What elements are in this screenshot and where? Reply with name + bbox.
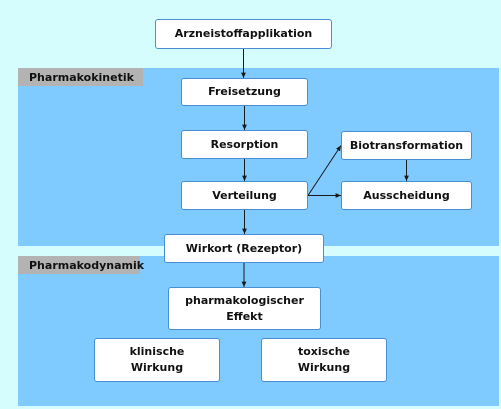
node-ausscheidung: Ausscheidung xyxy=(341,181,472,210)
node-arzneistoffapplikation: Arzneistoffapplikation xyxy=(155,19,332,49)
node-resorption: Resorption xyxy=(181,130,308,159)
pharmakodynamik-label: Pharmakodynamik xyxy=(18,256,144,274)
node-freisetzung: Freisetzung xyxy=(181,78,308,106)
node-toxische-wirkung: toxische Wirkung xyxy=(261,338,387,382)
pharmakodynamik-section: Pharmakodynamik xyxy=(18,256,499,406)
pharmakokinetik-label: Pharmakokinetik xyxy=(18,68,143,86)
node-wirkort: Wirkort (Rezeptor) xyxy=(164,234,324,263)
node-pharmakologischer-effekt: pharmakologischer Effekt xyxy=(168,287,321,330)
node-verteilung: Verteilung xyxy=(181,181,308,210)
node-biotransformation: Biotransformation xyxy=(341,131,472,160)
node-klinische-wirkung: klinische Wirkung xyxy=(94,338,220,382)
